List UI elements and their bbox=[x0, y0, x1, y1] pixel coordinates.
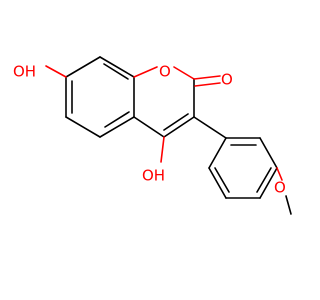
hydroxyl-bottom-label: OH bbox=[142, 167, 165, 185]
hydroxyl-bonds bbox=[45, 65, 165, 163]
hydroxyl-top-label: OH bbox=[13, 63, 36, 81]
methoxyphenyl-ring bbox=[193, 116, 292, 215]
benzo-ring bbox=[65, 56, 135, 138]
methoxy-oxygen-label: O bbox=[274, 179, 286, 197]
molecule-structure-canvas: OH O O OH O bbox=[13, 56, 292, 215]
ring-oxygen-label: O bbox=[159, 63, 171, 81]
pyranone-ring bbox=[133, 66, 221, 138]
carbonyl-oxygen-label: O bbox=[221, 71, 233, 89]
